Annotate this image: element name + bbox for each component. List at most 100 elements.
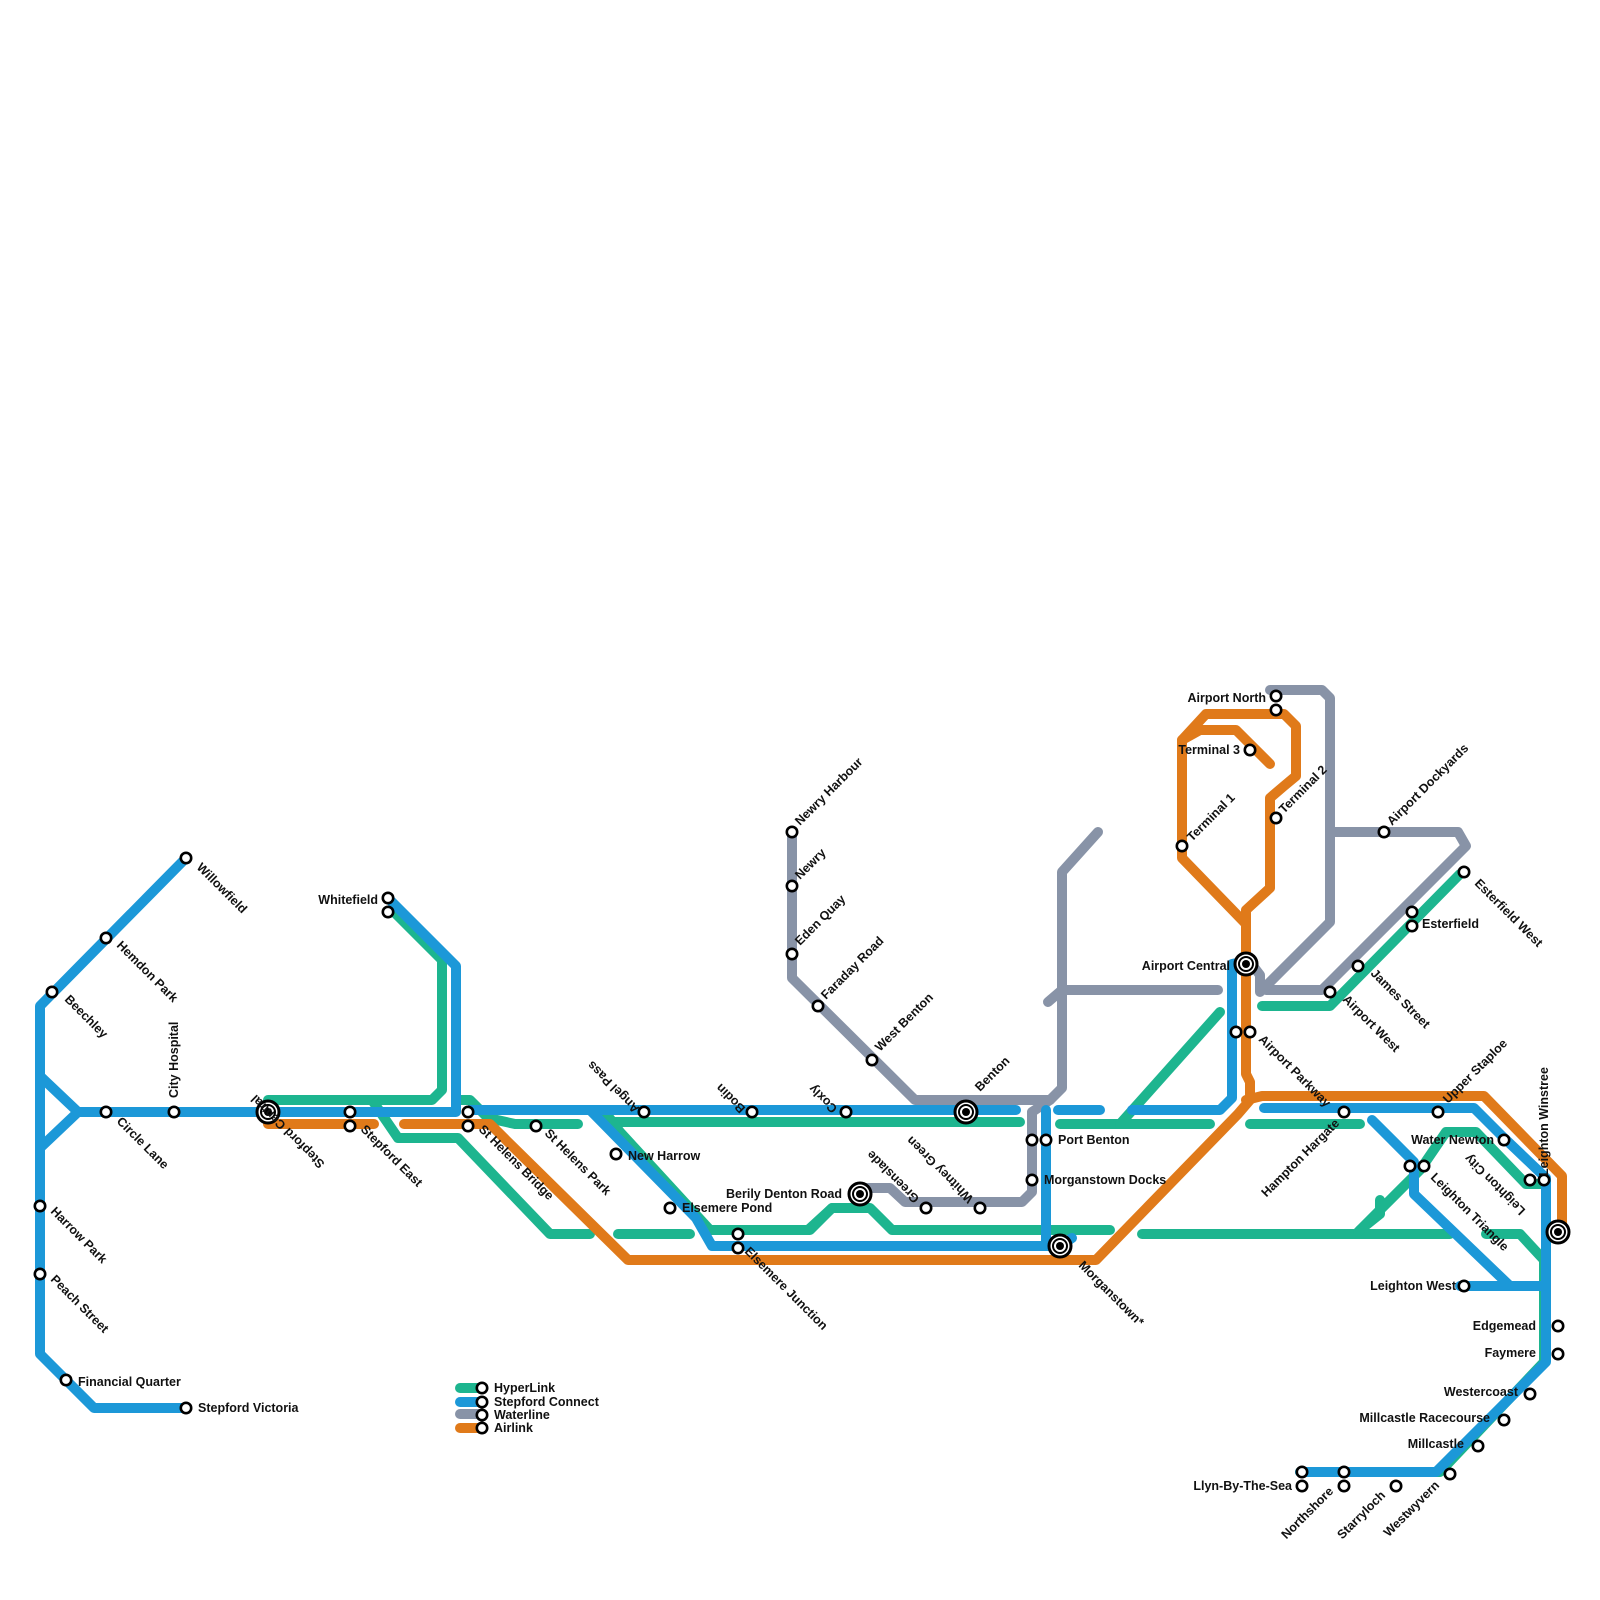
station-marker-esterfield-west[interactable] xyxy=(1459,867,1469,877)
station-marker-whitefield[interactable] xyxy=(383,907,393,917)
station-marker-bodin[interactable] xyxy=(747,1107,757,1117)
station-marker-eden-quay[interactable] xyxy=(787,949,797,959)
station-marker-water-newton[interactable] xyxy=(1499,1135,1509,1145)
label-llyn-by-the-sea[interactable]: Llyn-By-The-Sea xyxy=(1193,1479,1293,1493)
label-edgemead[interactable]: Edgemead xyxy=(1473,1319,1536,1333)
station-marker-st-helens-bridge[interactable] xyxy=(463,1107,473,1117)
label-westercoast[interactable]: Westercoast xyxy=(1444,1385,1519,1399)
station-marker-port-benton[interactable] xyxy=(1027,1135,1037,1145)
station-marker-hampton-hargate[interactable] xyxy=(1339,1107,1349,1117)
label-peach-street[interactable]: Peach Street xyxy=(48,1272,112,1336)
label-leighton-west[interactable]: Leighton West xyxy=(1370,1279,1457,1293)
label-millcastle-racecourse[interactable]: Millcastle Racecourse xyxy=(1359,1411,1490,1425)
station-marker-llyn-by-the-sea[interactable] xyxy=(1297,1481,1307,1491)
station-marker-legend-hyperlink[interactable] xyxy=(477,1383,487,1393)
label-eden-quay[interactable]: Eden Quay xyxy=(792,892,848,948)
station-marker-westercoast[interactable] xyxy=(1525,1389,1535,1399)
station-marker-willowfield[interactable] xyxy=(181,853,191,863)
station-marker-legend-airlink[interactable] xyxy=(477,1423,487,1433)
label-stepford-victoria[interactable]: Stepford Victoria xyxy=(198,1401,300,1415)
station-marker-airport-parkway[interactable] xyxy=(1231,1027,1241,1037)
label-airport-dockyards[interactable]: Airport Dockyards xyxy=(1384,741,1471,828)
label-leighton-winstree[interactable]: Leighton Winstree xyxy=(1537,1067,1551,1176)
label-elsemere-pond[interactable]: Elsemere Pond xyxy=(682,1201,772,1215)
station-marker-elsemere-pond[interactable] xyxy=(665,1203,675,1213)
label-harrow-park[interactable]: Harrow Park xyxy=(48,1204,110,1266)
label-airport-north[interactable]: Airport North xyxy=(1188,691,1266,705)
station-marker-elsemere-junction[interactable] xyxy=(733,1243,743,1253)
station-marker-starryloch[interactable] xyxy=(1391,1481,1401,1491)
label-financial-quarter[interactable]: Financial Quarter xyxy=(78,1375,181,1389)
station-marker-esterfield[interactable] xyxy=(1407,907,1417,917)
station-marker-faraday-road[interactable] xyxy=(813,1001,823,1011)
station-marker-leighton-triangle[interactable] xyxy=(1405,1161,1415,1171)
label-esterfield[interactable]: Esterfield xyxy=(1422,917,1479,931)
station-marker-terminal-2[interactable] xyxy=(1271,813,1281,823)
label-willowfield[interactable]: Willowfield xyxy=(194,860,250,916)
station-marker-millcastle[interactable] xyxy=(1473,1441,1483,1451)
label-port-benton[interactable]: Port Benton xyxy=(1058,1133,1130,1147)
label-terminal-3[interactable]: Terminal 3 xyxy=(1178,743,1240,757)
station-marker-edgemead[interactable] xyxy=(1553,1321,1563,1331)
label-whitefield[interactable]: Whitefield xyxy=(318,893,378,907)
station-marker-harrow-park[interactable] xyxy=(35,1201,45,1211)
station-marker-airport-north[interactable] xyxy=(1271,705,1281,715)
station-marker-legend-waterline[interactable] xyxy=(477,1410,487,1420)
label-hemdon-park[interactable]: Hemdon Park xyxy=(114,938,181,1005)
label-faraday-road[interactable]: Faraday Road xyxy=(818,934,886,1002)
station-marker-leighton-triangle[interactable] xyxy=(1419,1161,1429,1171)
station-marker-beechley[interactable] xyxy=(47,987,57,997)
station-marker-stepford-victoria[interactable] xyxy=(181,1403,191,1413)
station-marker-faymere[interactable] xyxy=(1553,1349,1563,1359)
station-marker-esterfield[interactable] xyxy=(1407,921,1417,931)
station-marker-westwyvern[interactable] xyxy=(1445,1469,1455,1479)
label-esterfield-west[interactable]: Esterfield West xyxy=(1472,876,1546,950)
station-marker-peach-street[interactable] xyxy=(35,1269,45,1279)
station-marker-airport-parkway[interactable] xyxy=(1245,1027,1255,1037)
station-marker-financial-quarter[interactable] xyxy=(61,1375,71,1385)
label-millcastle[interactable]: Millcastle xyxy=(1408,1437,1464,1451)
station-marker-james-street[interactable] xyxy=(1353,961,1363,971)
station-marker-millcastle-racecourse[interactable] xyxy=(1499,1415,1509,1425)
label-circle-lane[interactable]: Circle Lane xyxy=(114,1114,172,1172)
station-marker-coxly[interactable] xyxy=(841,1107,851,1117)
label-terminal-1[interactable]: Terminal 1 xyxy=(1184,791,1237,844)
station-marker-stepford-east[interactable] xyxy=(345,1107,355,1117)
station-marker-northshore[interactable] xyxy=(1339,1467,1349,1477)
interchange-airport-central[interactable] xyxy=(1235,953,1257,975)
label-newry-harbour[interactable]: Newry Harbour xyxy=(792,755,865,828)
station-marker-terminal-3[interactable] xyxy=(1245,745,1255,755)
station-marker-whitefield[interactable] xyxy=(383,893,393,903)
label-morganstown[interactable]: Morganstown* xyxy=(1076,1258,1147,1329)
station-marker-upper-staploe[interactable] xyxy=(1433,1107,1443,1117)
station-marker-st-helens-bridge[interactable] xyxy=(463,1121,473,1131)
station-marker-st-helens-park[interactable] xyxy=(531,1121,541,1131)
label-newry[interactable]: Newry xyxy=(792,846,828,882)
station-marker-stepford-east[interactable] xyxy=(345,1121,355,1131)
label-morganstown-docks[interactable]: Morganstown Docks xyxy=(1044,1173,1166,1187)
station-marker-airport-north[interactable] xyxy=(1271,691,1281,701)
interchange-berily-denton-road[interactable] xyxy=(849,1183,871,1205)
interchange-morganstown[interactable] xyxy=(1049,1235,1071,1257)
station-marker-newry[interactable] xyxy=(787,881,797,891)
label-water-newton[interactable]: Water Newton xyxy=(1411,1133,1494,1147)
label-beechley[interactable]: Beechley xyxy=(62,992,111,1041)
station-marker-city-hospital[interactable] xyxy=(169,1107,179,1117)
station-marker-greenslade[interactable] xyxy=(921,1203,931,1213)
station-marker-newry-harbour[interactable] xyxy=(787,827,797,837)
station-marker-whitney-green[interactable] xyxy=(975,1203,985,1213)
label-airport-central[interactable]: Airport Central xyxy=(1142,959,1230,973)
interchange-leighton-city[interactable] xyxy=(1547,1221,1569,1243)
station-marker-port-benton[interactable] xyxy=(1041,1135,1051,1145)
station-marker-northshore[interactable] xyxy=(1339,1481,1349,1491)
station-marker-elsemere-junction[interactable] xyxy=(733,1229,743,1239)
label-new-harrow[interactable]: New Harrow xyxy=(628,1149,701,1163)
label-west-benton[interactable]: West Benton xyxy=(872,990,936,1054)
label-berily-denton-road[interactable]: Berily Denton Road xyxy=(726,1187,842,1201)
station-marker-west-benton[interactable] xyxy=(867,1055,877,1065)
station-marker-morganstown-docks[interactable] xyxy=(1027,1175,1037,1185)
station-marker-terminal-1[interactable] xyxy=(1177,841,1187,851)
station-marker-leighton-winstree[interactable] xyxy=(1525,1175,1535,1185)
station-marker-airport-west[interactable] xyxy=(1325,987,1335,997)
label-city-hospital[interactable]: City Hospital xyxy=(167,1022,181,1098)
